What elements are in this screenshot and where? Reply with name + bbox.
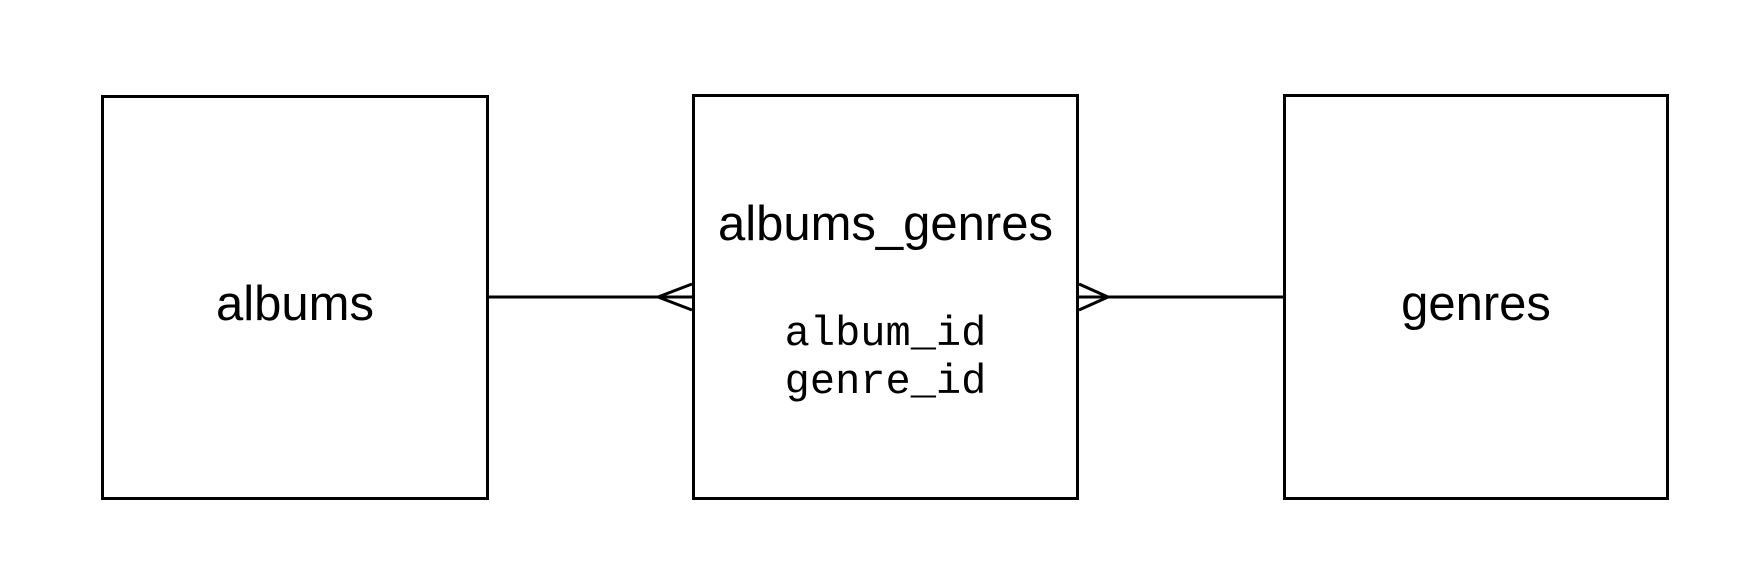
entity-label-albums: albums xyxy=(216,277,374,331)
relationship-albums-to-junction xyxy=(488,282,693,312)
relationship-genres-to-junction xyxy=(1078,282,1284,312)
entity-box-albums: albums xyxy=(101,95,489,500)
entity-label-genres: genres xyxy=(1401,276,1551,331)
crow-foot-many-icon-left xyxy=(657,282,693,312)
entity-box-genres: genres xyxy=(1283,94,1669,500)
field-genre-id: genre_id xyxy=(784,358,987,406)
crow-foot-many-icon-right xyxy=(1078,282,1109,312)
field-album-id: album_id xyxy=(784,310,987,358)
entity-label-albums-genres: albums_genres xyxy=(717,197,1054,251)
junction-field-list: album_id genre_id xyxy=(695,310,1076,406)
entity-box-albums-genres: albums_genres album_id genre_id xyxy=(692,94,1079,500)
